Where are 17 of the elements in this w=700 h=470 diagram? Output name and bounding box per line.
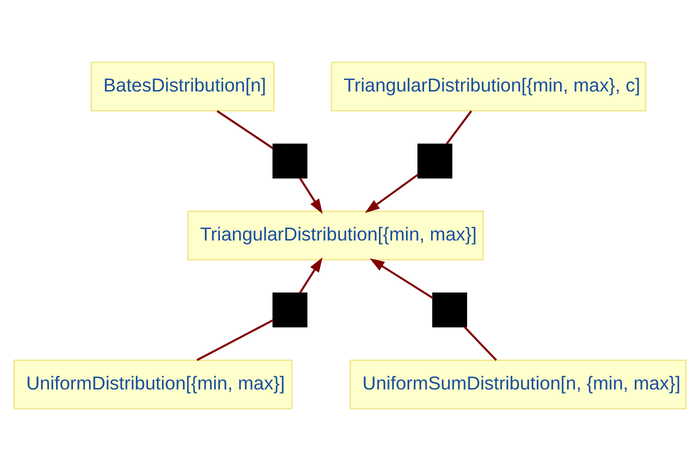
node-box: UniformDistribution[{min, max}] (13, 359, 293, 409)
connector (446, 110, 472, 144)
node-box: TriangularDistribution[{min, max}, c] (330, 61, 646, 111)
node-box (432, 292, 468, 327)
node-box: TriangularDistribution[{min, max}] (187, 210, 484, 260)
connector (216, 110, 274, 149)
node-box (272, 143, 308, 178)
connector (196, 318, 274, 360)
connector (464, 326, 497, 360)
arrow (364, 173, 419, 212)
node-box (272, 292, 308, 327)
arrow (299, 256, 323, 294)
node-box (417, 143, 452, 178)
node-box: UniformSumDistribution[n, {min, max}] (350, 359, 687, 409)
arrow (370, 258, 434, 298)
node-box: BatesDistribution[n] (90, 61, 274, 111)
arrow (299, 176, 323, 214)
